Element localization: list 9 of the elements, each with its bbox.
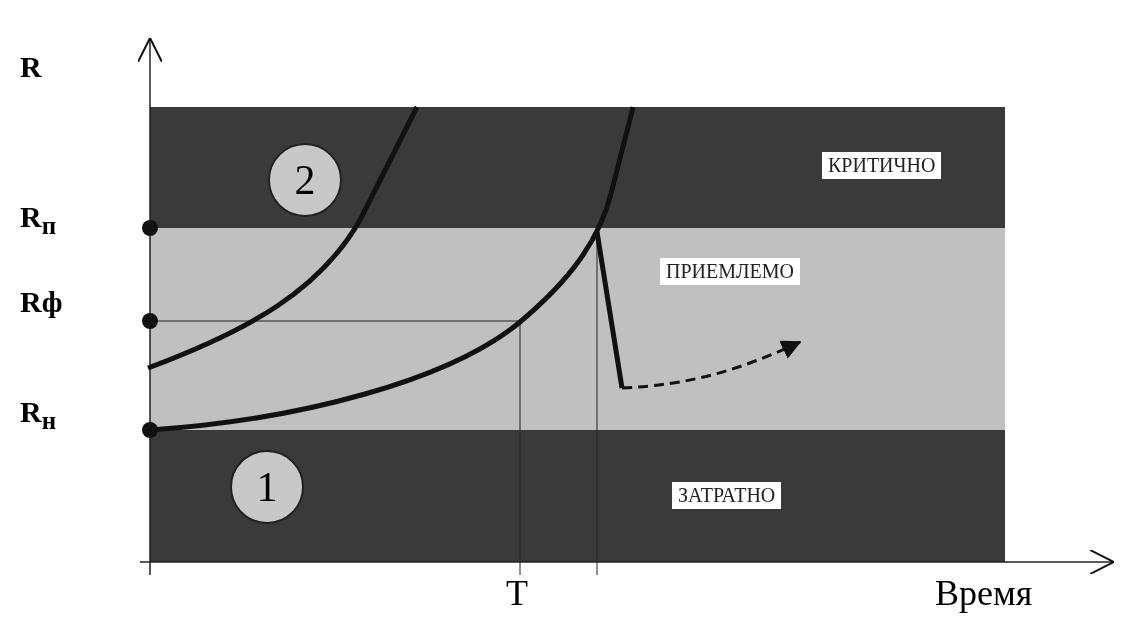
zone-label: ПРИЕМЛЕМО — [660, 258, 801, 285]
level-label: Rф — [20, 285, 63, 319]
axis-label: Время — [935, 572, 1033, 614]
level-label: R$_{п}$ — [20, 200, 57, 240]
level-label: R$_{н}$ — [20, 395, 57, 435]
zone-label: ЗАТРАТНО — [672, 482, 782, 509]
time-mark-label: T — [506, 572, 528, 614]
axis-label: R — [20, 50, 42, 84]
zone-label: КРИТИЧНО — [822, 152, 942, 179]
